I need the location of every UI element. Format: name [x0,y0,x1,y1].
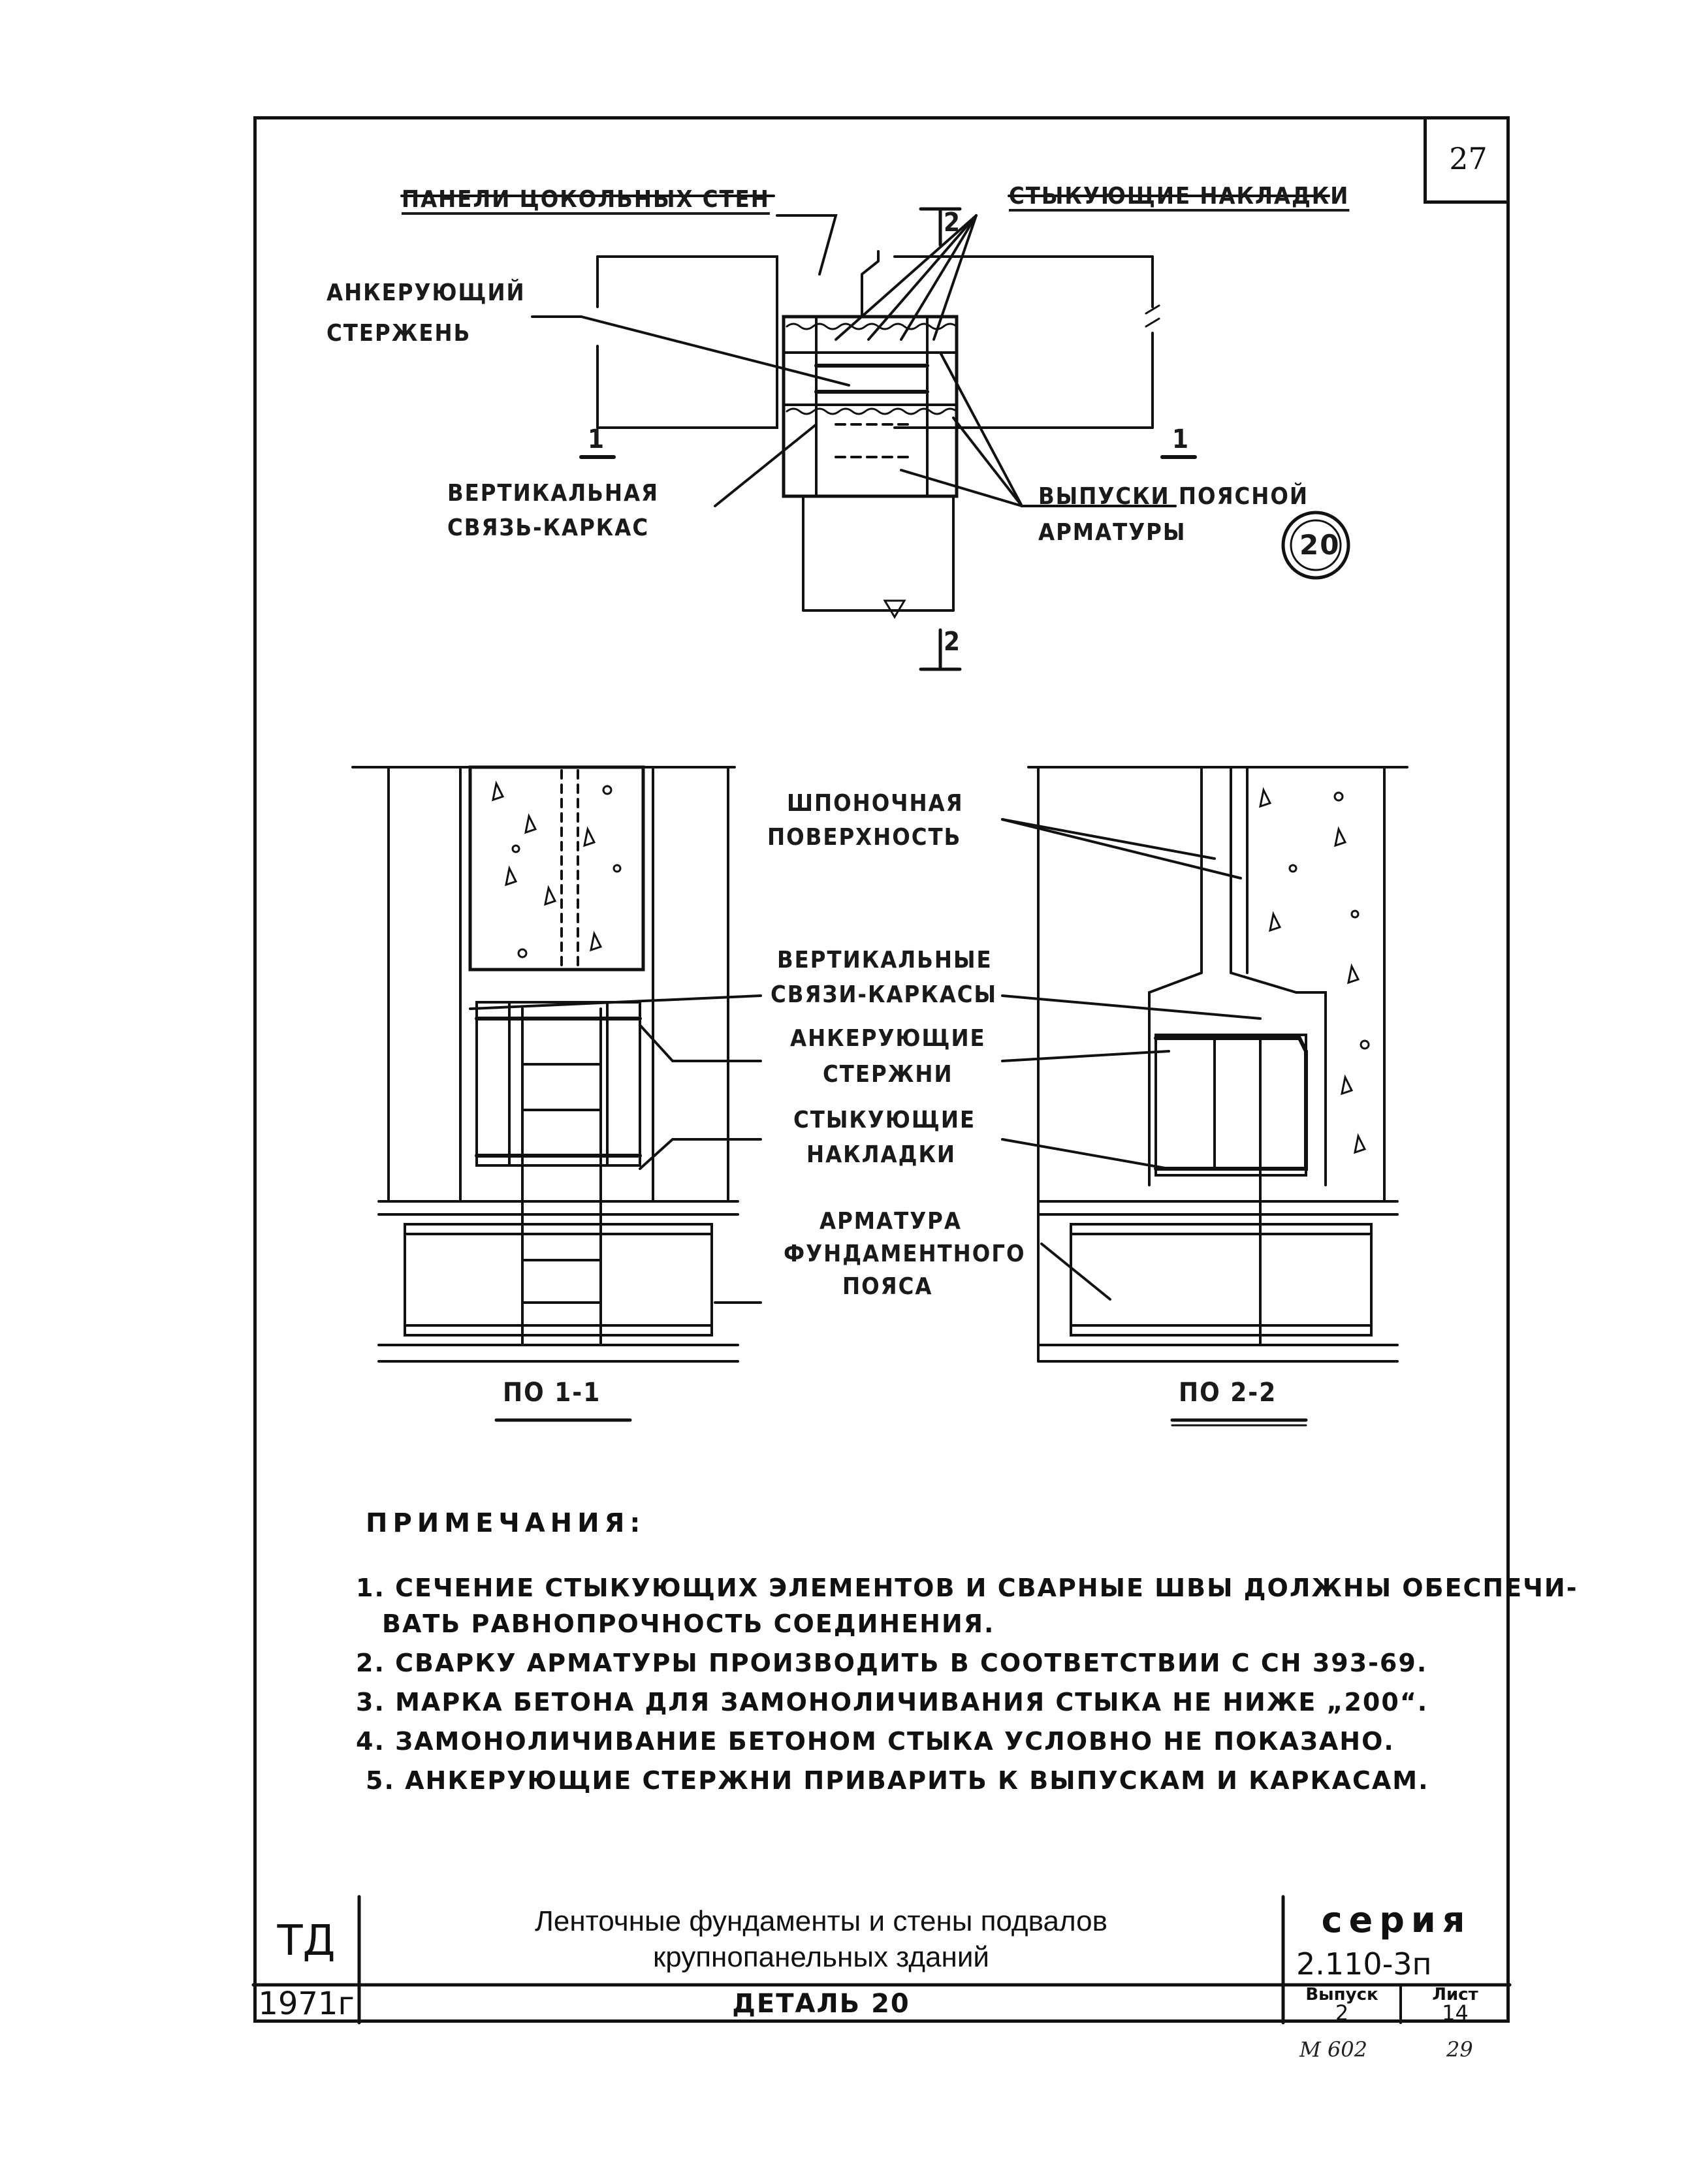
label-anchor-line2: СТЕРЖЕНЬ [326,320,471,347]
org-code: ТД [277,1916,336,1965]
detail-mark: 20 [1299,529,1341,561]
section-mark-1-right: 1 [1172,424,1190,454]
detail-title: ДЕТАЛЬ 20 [732,1989,910,2019]
label-panels: ПАНЕЛИ ЦОКОЛЬНЫХ СТЕН [402,186,770,213]
title-line-2: крупнопанельных зданий [653,1940,989,1973]
year: 1971г [258,1986,355,2022]
label-overlays-line1: СТЫКУЮЩИЕ [793,1107,976,1133]
label-vertical-frames-line1: ВЕРТИКАЛЬНЫЕ [777,947,993,973]
note-3: 3. МАРКА БЕТОНА ДЛЯ ЗАМОНОЛИЧИВАНИЯ СТЫК… [356,1688,1429,1717]
issue-label: Выпуск [1305,1985,1378,2004]
section-mark-2-bottom: 2 [944,627,962,657]
handwritten-page-number: 29 [1446,2037,1473,2062]
label-anchor-rods-line2: СТЕРЖНИ [823,1061,953,1088]
section-1-1 [351,765,762,1363]
section-mark-2-top: 2 [944,208,962,238]
series-value: 2.110-3п [1296,1946,1432,1982]
section-mark-1-left: 1 [588,424,606,454]
label-anchor-rods-line1: АНКЕРУЮЩИЕ [790,1025,986,1052]
sheet-value: 14 [1442,2001,1469,2025]
issue-value: 2 [1335,2001,1349,2025]
label-keyed-line1: ШПОНОЧНАЯ [787,790,964,817]
note-1-continued: ВАТЬ РАВНОПРОЧНОСТЬ СОЕДИНЕНИЯ. [382,1609,995,1638]
handwritten-archive-number: М 602 [1299,2037,1368,2062]
label-rebar-line1: АРМАТУРА [820,1208,962,1235]
label-rebar-line3: ПОЯСА [842,1273,933,1300]
series-label: серия [1321,1899,1472,1940]
label-overlays: СТЫКУЮЩИЕ НАКЛАДКИ [1009,183,1350,210]
plan-view [400,195,1350,671]
label-outlets-line1: ВЫПУСКИ ПОЯСНОЙ [1038,483,1309,510]
label-rebar-line2: ФУНДАМЕНТНОГО [784,1241,1026,1267]
note-2: 2. СВАРКУ АРМАТУРЫ ПРОИЗВОДИТЬ В СООТВЕТ… [356,1649,1428,1677]
label-vertical-frames-line2: СВЯЗИ-КАРКАСЫ [771,981,998,1008]
title-line-1: Ленточные фундаменты и стены подвалов [535,1905,1107,1937]
note-5: 5. АНКЕРУЮЩИЕ СТЕРЖНИ ПРИВАРИТЬ К ВЫПУСК… [366,1766,1429,1795]
label-outlets-line2: АРМАТУРЫ [1038,519,1186,546]
label-keyed-line2: ПОВЕРХНОСТЬ [767,824,962,851]
page-number: 27 [1424,116,1510,204]
label-vertical-line1: ВЕРТИКАЛЬНАЯ [447,480,659,507]
note-4: 4. ЗАМОНОЛИЧИВАНИЕ БЕТОНОМ СТЫКА УСЛОВНО… [356,1727,1395,1756]
label-vertical-line2: СВЯЗЬ-КАРКАС [447,514,650,541]
section-2-2 [1001,766,1409,1363]
note-1: 1. СЕЧЕНИЕ СТЫКУЮЩИХ ЭЛЕМЕНТОВ И СВАРНЫЕ… [356,1574,1578,1602]
label-anchor-line1: АНКЕРУЮЩИЙ [326,279,526,306]
label-overlays-line2: НАКЛАДКИ [806,1141,957,1168]
caption-section-1-1: ПО 1-1 [503,1378,601,1408]
sheet-label: Лист [1432,1985,1478,2004]
drawing-frame [253,116,1510,2023]
notes-title: ПРИМЕЧАНИЯ: [366,1508,646,1538]
caption-section-2-2: ПО 2-2 [1179,1378,1277,1408]
